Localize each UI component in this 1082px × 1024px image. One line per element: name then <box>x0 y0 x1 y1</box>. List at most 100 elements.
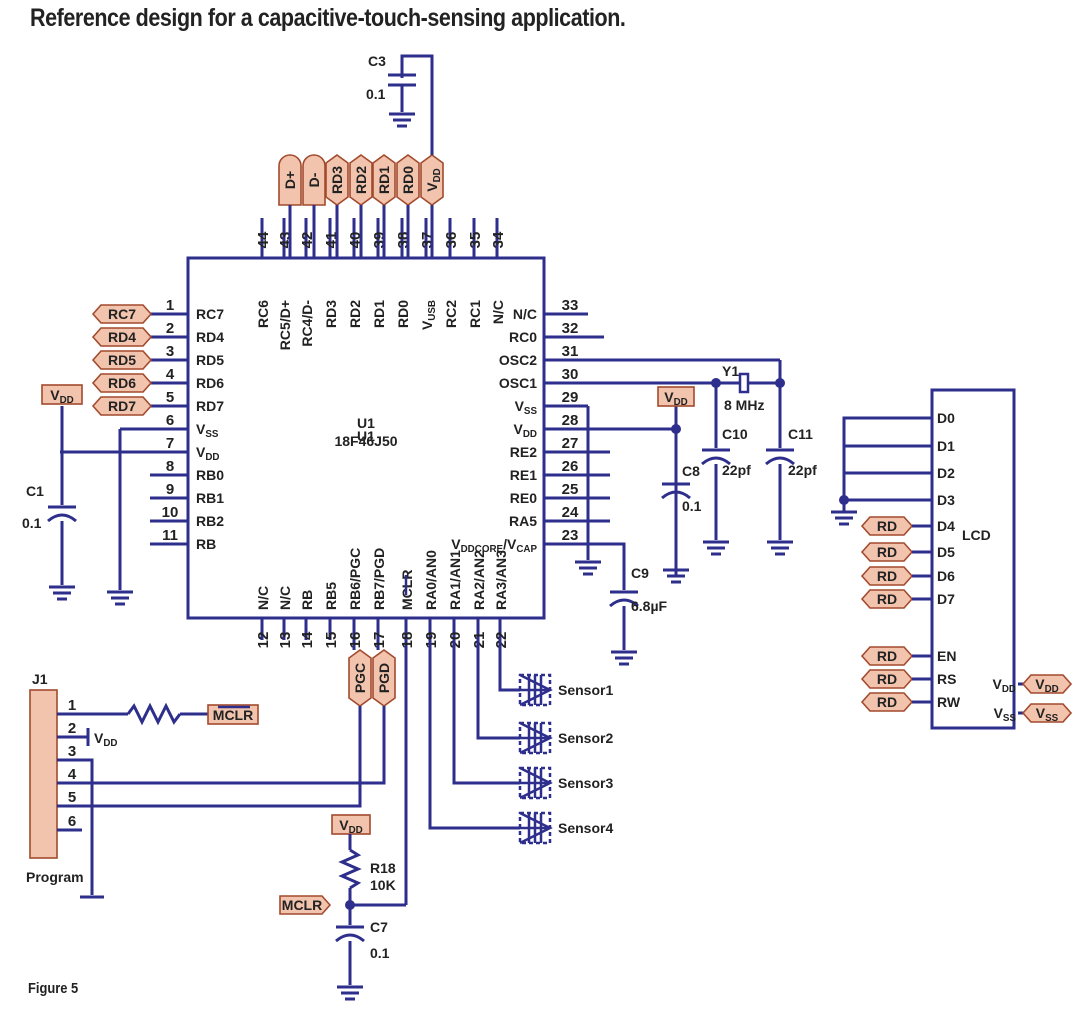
pin-name: RA5 <box>509 513 537 529</box>
pin-number: 2 <box>166 320 174 337</box>
tag-label: RD <box>877 591 897 607</box>
tag-label: RD1 <box>376 166 392 194</box>
diagram-title: Reference design for a capacitive-touch-… <box>30 4 626 32</box>
net-tag-rc7: RC7 <box>91 304 153 324</box>
tag-label: RD5 <box>108 352 136 368</box>
capacitor-icon <box>661 482 691 500</box>
pin-name: RC5/D+ <box>277 300 293 350</box>
pin-name: VUSB <box>419 300 438 330</box>
ground-icon <box>49 585 75 601</box>
pin-number: 27 <box>562 435 579 452</box>
sensor-pattern <box>519 721 553 755</box>
capacitor-icon <box>609 590 639 608</box>
lcd-pin-name: D3 <box>937 492 955 508</box>
c7-value: 0.1 <box>370 945 390 961</box>
lcd-power-pin: VDD <box>993 676 1017 695</box>
mclr-tag: MCLR <box>207 704 259 725</box>
pin-name: RD5 <box>196 352 224 368</box>
tag-shape <box>91 304 153 324</box>
pin-number: 30 <box>562 366 579 383</box>
pgd-wire <box>98 706 386 785</box>
j1-pin-number: 3 <box>68 743 76 760</box>
tag-shape <box>91 373 153 393</box>
pin-name: RB <box>196 536 216 552</box>
tag-label: RD <box>877 671 897 687</box>
pin-name: RD3 <box>323 300 339 328</box>
pin-number: 9 <box>166 481 174 498</box>
tag-label: PGD <box>376 663 392 693</box>
lcd-module <box>930 388 1016 730</box>
resistor-icon <box>338 848 362 890</box>
tag-shape <box>278 154 302 206</box>
sensor-label: Sensor2 <box>558 730 613 746</box>
resistor-icon <box>126 702 182 726</box>
pin-name: RB2 <box>196 513 224 529</box>
net-tag-rd: RD <box>860 646 914 666</box>
lcd-pin-name: D4 <box>937 518 955 534</box>
sensor-pattern <box>519 811 553 845</box>
ground-icon <box>611 650 637 666</box>
pin-number: 17 <box>371 632 388 649</box>
pin-number: 33 <box>562 297 579 314</box>
u1-reference: U1 <box>357 415 375 431</box>
net-tag-d-: D- <box>302 154 326 206</box>
lcd-gnd-wire <box>842 416 932 502</box>
pin-number: 6 <box>166 412 174 429</box>
ground-icon <box>703 540 729 556</box>
tag-label: VDD <box>339 817 363 836</box>
sensor-label: Sensor3 <box>558 775 613 791</box>
tag-label: RD4 <box>108 329 136 345</box>
net-tag-rd4: RD4 <box>91 327 153 347</box>
pin-number: 23 <box>562 527 579 544</box>
net-tag-vdd: VDD <box>1021 674 1073 695</box>
pin-name: RB <box>299 590 315 610</box>
pin-name: OSC1 <box>499 375 537 391</box>
pin-number: 42 <box>299 232 316 249</box>
net-tag-vdd: VDD <box>420 154 444 206</box>
pin-name: N/C <box>513 306 537 322</box>
pin-name: VSS <box>196 421 219 440</box>
tag-label: VDD <box>1035 676 1059 695</box>
j1-ref: J1 <box>32 671 48 687</box>
ground-icon <box>389 112 415 128</box>
pin-name: RA2/AN2 <box>471 550 487 610</box>
pin-number: 16 <box>347 632 364 649</box>
c1-value: 0.1 <box>22 515 42 531</box>
crystal-icon <box>738 372 750 394</box>
touch-sensor-icon <box>518 766 553 800</box>
ground-icon <box>831 510 857 526</box>
tag-label: VDD <box>424 168 443 192</box>
tag-label: MCLR <box>213 707 253 723</box>
pin-name: N/C <box>255 586 271 610</box>
sensor-label: Sensor1 <box>558 682 613 698</box>
net-tag-rd: RD <box>860 566 914 586</box>
tag-shape <box>91 327 153 347</box>
tag-label: RC7 <box>108 306 136 322</box>
net-tag-rd: RD <box>860 669 914 689</box>
pin-name: RC0 <box>509 329 537 345</box>
tag-label: PGC <box>352 663 368 693</box>
j1-connector <box>29 689 58 859</box>
pin-number: 26 <box>562 458 579 475</box>
pin-number: 31 <box>562 343 579 360</box>
tag-label: D- <box>306 172 322 187</box>
pin-name: RD0 <box>395 300 411 328</box>
tag-label: VDD <box>50 387 74 406</box>
lcd-power-pin: VSS <box>994 705 1017 724</box>
pin-name: RB5 <box>323 582 339 610</box>
pin-name: VDDCORE/VCAP <box>451 536 537 555</box>
c8-ref: C8 <box>682 463 700 479</box>
tag-label: VSS <box>1036 705 1059 724</box>
pin-name: RD1 <box>371 300 387 328</box>
net-tag-rd0: RD0 <box>396 154 420 206</box>
net-tag-rd7: RD7 <box>91 396 153 416</box>
sensor-wire <box>428 640 520 830</box>
pin-number: 24 <box>562 504 579 521</box>
sensor-label: Sensor4 <box>558 820 613 836</box>
vdd-tag: VDD <box>331 814 371 836</box>
pin-name: RA3/AN3 <box>493 550 509 610</box>
pin-name: RC6 <box>255 300 271 328</box>
pin-number: 5 <box>166 389 174 406</box>
pin-number: 13 <box>277 632 294 649</box>
